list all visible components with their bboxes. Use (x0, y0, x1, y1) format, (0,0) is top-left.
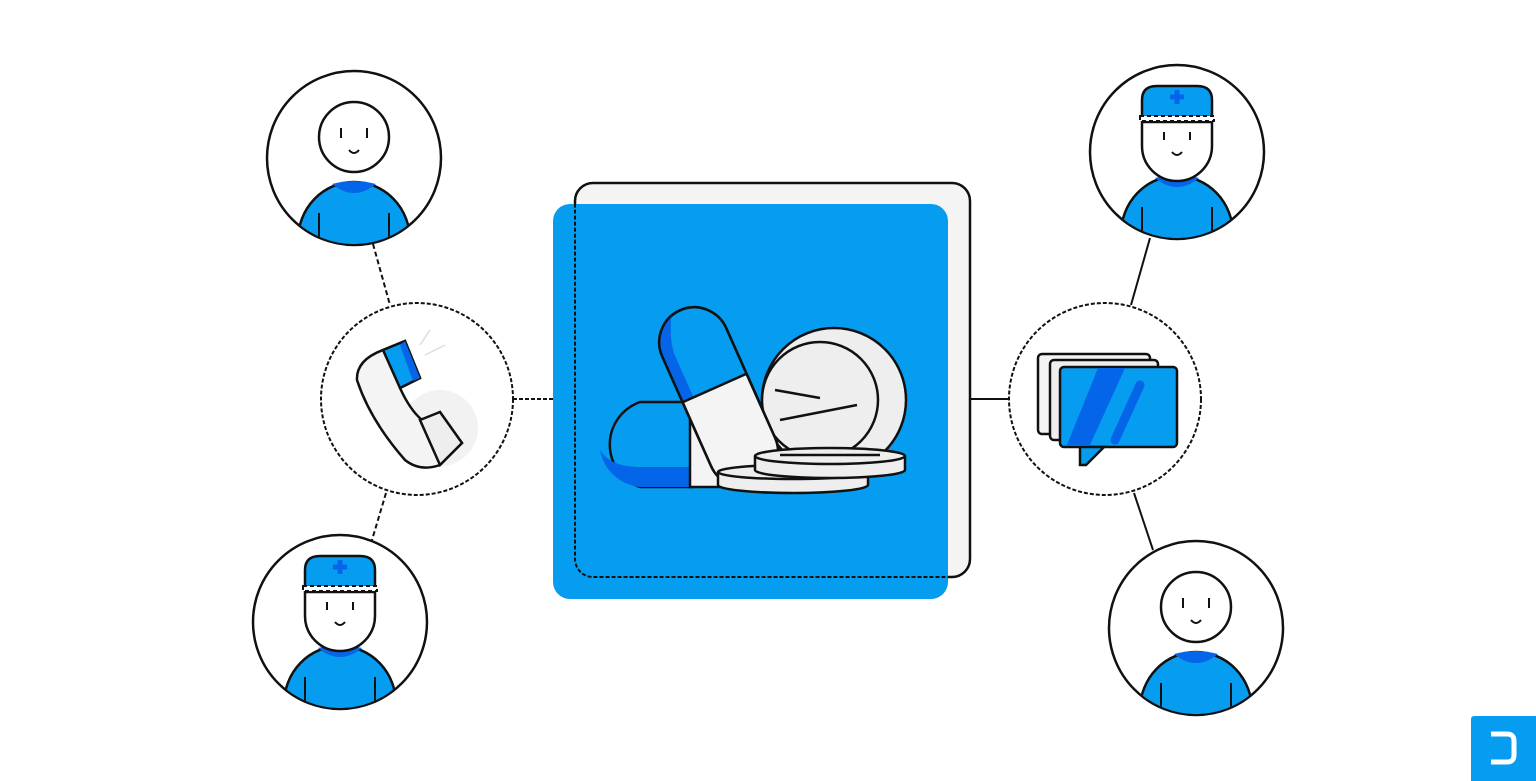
doctor-avatar-bottom-left (253, 535, 427, 762)
patient-avatar-top-left (267, 71, 441, 298)
chat-hub (1008, 302, 1202, 496)
pills-icon (600, 306, 908, 495)
doctor-avatar-top-right (1090, 65, 1264, 292)
chat-bubbles-icon (1036, 352, 1179, 467)
phone-hub (320, 302, 514, 496)
phone-icon (355, 339, 464, 469)
brand-logo (1471, 716, 1536, 781)
patient-avatar-bottom-right (1109, 541, 1283, 768)
